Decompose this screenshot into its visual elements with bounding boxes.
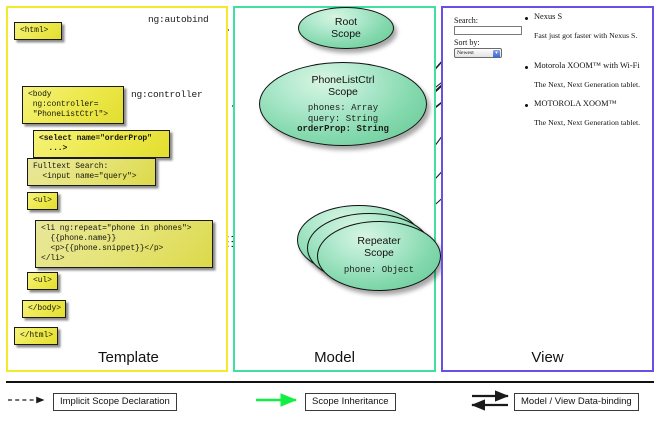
scope-repeater-title-2: Scope bbox=[364, 247, 394, 259]
scope-root: Root Scope bbox=[298, 7, 394, 49]
view-item-desc: The Next, Next Generation tablet. bbox=[534, 80, 641, 89]
legend-arrows bbox=[8, 390, 509, 411]
label-ng-autobind: ng:autobind bbox=[148, 14, 209, 25]
scope-root-title-1: Root bbox=[334, 16, 358, 28]
code-box-html-open: <html> bbox=[14, 22, 62, 40]
view-item-title: Motorola XOOM™ with Wi-Fi bbox=[534, 61, 640, 70]
panel-view-label: View bbox=[531, 349, 564, 366]
view-sort-selected-value: Newest bbox=[457, 49, 474, 56]
code-box-fulltext-search: Fulltext Search: <input name="query"> bbox=[27, 158, 156, 186]
list-bullet bbox=[525, 17, 528, 20]
legend-item-implicit-scope-declaration: Implicit Scope Declaration bbox=[53, 393, 177, 411]
view-item-desc: Fast just got faster with Nexus S. bbox=[534, 31, 638, 40]
scope-prop-phones: phones: Array bbox=[307, 103, 379, 113]
scope-phonelistctrl-title-2: Scope bbox=[328, 86, 358, 98]
scope-prop-phone: phone: Object bbox=[343, 265, 415, 275]
code-box-ul-open: <ul> bbox=[27, 192, 58, 210]
code-box-ul-close: <ul> bbox=[27, 272, 58, 290]
label-ng-controller: ng:controller bbox=[131, 89, 203, 100]
scope-phonelistctrl: PhoneListCtrl Scope phones: Array query:… bbox=[259, 62, 427, 146]
legend-item-scope-inheritance: Scope Inheritance bbox=[305, 393, 396, 411]
panel-model-label: Model bbox=[314, 349, 355, 366]
view-sort-label: Sort by: bbox=[454, 38, 480, 47]
panel-model: Model bbox=[233, 6, 436, 372]
view-search-label: Search: bbox=[454, 16, 478, 25]
panel-template-label: Template bbox=[98, 349, 159, 366]
code-box-select: <select name="orderProp" ...> bbox=[33, 130, 170, 158]
view-item-title: Nexus S bbox=[534, 12, 563, 21]
legend-item-model-view-data-binding: Model / View Data-binding bbox=[514, 393, 639, 411]
scope-root-title-2: Scope bbox=[331, 28, 361, 40]
code-box-body-open: <body ng:controller= "PhoneListCtrl"> bbox=[22, 86, 124, 124]
scope-repeater-title-1: Repeater bbox=[357, 235, 401, 247]
view-item-desc: The Next, Next Generation tablet. bbox=[534, 118, 641, 127]
list-bullet bbox=[525, 104, 528, 107]
chevron-down-icon: ▾ bbox=[493, 50, 500, 58]
code-box-li-repeat: <li ng:repeat="phone in phones"> {{phone… bbox=[35, 220, 213, 268]
code-box-body-close: </body> bbox=[22, 300, 66, 318]
scope-repeater: Repeater Scope phone: Object bbox=[317, 221, 441, 291]
view-item-title: MOTOROLA XOOM™ bbox=[534, 99, 617, 108]
scope-prop-query: query: String bbox=[307, 113, 379, 124]
view-sort-select[interactable]: Newest ▾ bbox=[454, 48, 502, 58]
code-box-html-close: </html> bbox=[14, 327, 58, 345]
legend-divider bbox=[6, 381, 654, 383]
view-search-input[interactable] bbox=[454, 26, 522, 35]
list-bullet bbox=[525, 66, 528, 69]
scope-phonelistctrl-title-1: PhoneListCtrl bbox=[311, 74, 375, 86]
scope-prop-orderprop: orderProp: String bbox=[297, 124, 389, 134]
panel-view: View bbox=[441, 6, 654, 372]
